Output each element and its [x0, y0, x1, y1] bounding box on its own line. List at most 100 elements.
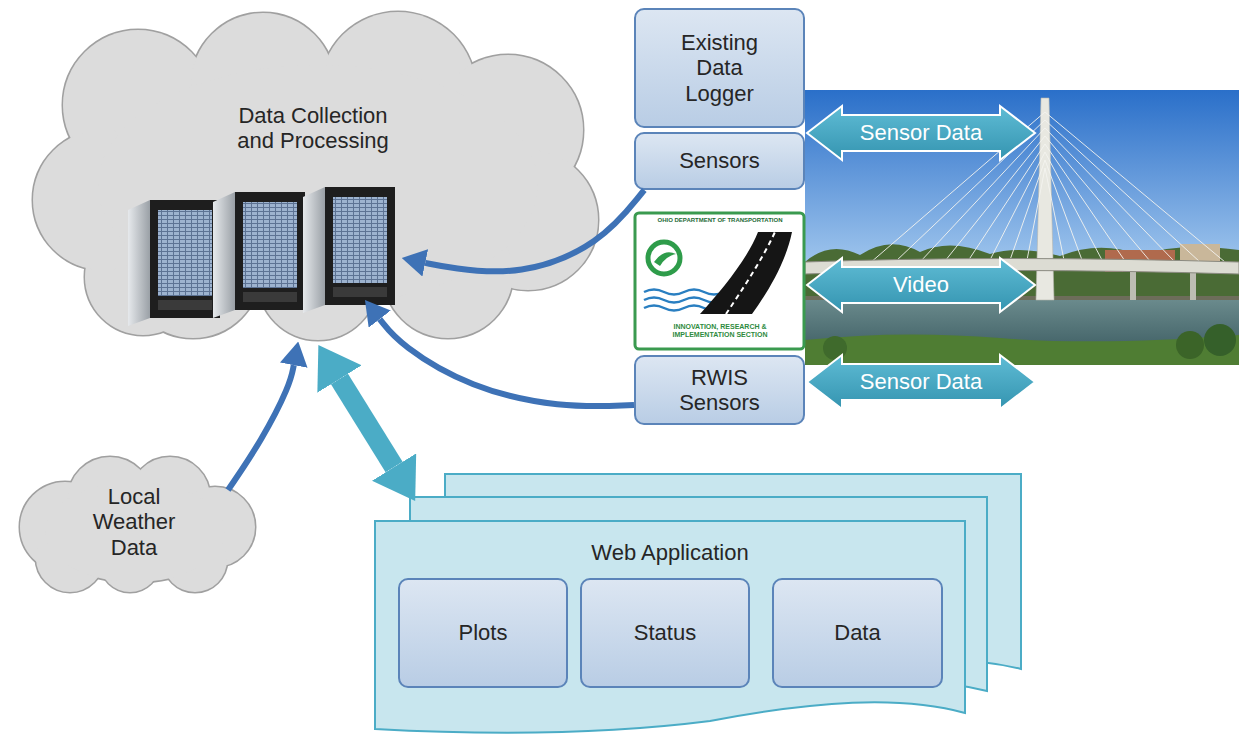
bridge-photo — [823, 336, 847, 360]
web-app-window: Web ApplicationPlots Status Data — [375, 473, 1023, 733]
arrow-label: Sensor Data — [843, 120, 999, 146]
logo-text: INNOVATION, RESEARCH & IMPLEMENTATION SE… — [645, 323, 795, 340]
logo-text: OHIO DEPARTMENT OF TRANSPORTATION — [638, 217, 802, 224]
data-flow-block-arrow — [807, 106, 1035, 409]
bridge-photo — [805, 90, 1239, 365]
process-box: Sensors — [634, 132, 805, 190]
node-label: Data — [783, 620, 933, 645]
bridge-photo — [1045, 168, 1064, 260]
server-tower — [128, 200, 150, 326]
server-tower — [150, 200, 220, 318]
process-box: Existing Data Logger — [634, 8, 805, 128]
bridge-photo — [990, 152, 1045, 260]
odot-logo — [635, 213, 804, 349]
server-tower — [243, 202, 297, 288]
bridge-photo — [1045, 128, 1175, 262]
cloud-outline — [28, 5, 603, 345]
bridge-photo — [1180, 244, 1220, 272]
server-tower — [303, 187, 395, 313]
server-tower — [303, 187, 325, 313]
cloud-shape: Local Weather Data — [10, 452, 258, 595]
odot-logo — [654, 252, 676, 266]
data-flow-arrow — [380, 319, 634, 406]
bridge-photo — [805, 334, 1239, 365]
cloud-outline — [98, 65, 538, 305]
odot-logo — [644, 306, 724, 311]
arrow-label: Sensor Data — [843, 120, 999, 146]
cloud-fill — [45, 482, 225, 582]
node-label: RWIS Sensors — [665, 365, 775, 416]
bridge-photo — [805, 244, 1239, 310]
bridge-photo — [1176, 331, 1204, 359]
bridge-photo — [860, 272, 866, 300]
server-tower — [333, 287, 387, 297]
cloud-fill — [98, 65, 538, 305]
server-tower — [158, 210, 212, 296]
bridge-photo — [1010, 160, 1045, 260]
cloud-shape: Data Collection and Processing — [28, 5, 603, 345]
odot-logo — [648, 242, 680, 274]
panel-box: Status — [580, 578, 750, 688]
odot-logo — [644, 290, 724, 295]
server-tower — [213, 192, 305, 318]
bridge-photo — [920, 128, 1045, 262]
bridge-photo — [1045, 136, 1150, 261]
bridge-photo — [1045, 152, 1102, 260]
arrow-label: Sensor Data — [843, 369, 999, 395]
bridge-photo — [1027, 168, 1045, 260]
server-tower — [325, 187, 395, 305]
bridge-photo — [1036, 98, 1054, 300]
bridge-photo — [805, 259, 1239, 275]
server-tower — [235, 192, 305, 310]
panel-box: Plots — [398, 578, 568, 688]
node-label: Plots — [408, 620, 558, 645]
server-tower — [158, 300, 212, 310]
server-tower — [128, 200, 220, 326]
node-label: Data Collection and Processing — [226, 103, 401, 154]
odot-logo — [644, 290, 724, 311]
node-label: Status — [590, 620, 740, 645]
bridge-photo — [1045, 120, 1200, 262]
node-label: Sensors — [645, 148, 795, 173]
data-flow-block-arrow — [807, 355, 1035, 409]
data-flow-block-arrow — [807, 106, 1035, 160]
node-label: Web Application — [470, 540, 870, 565]
bridge-photo — [805, 90, 1239, 270]
data-flow-arrow — [339, 379, 394, 467]
page-stack — [375, 521, 965, 733]
cloud-outline — [45, 482, 225, 582]
server-tower — [333, 197, 387, 283]
odot-logo — [700, 232, 792, 314]
bridge-photo — [1105, 250, 1175, 272]
logo-text: OHIO DEPARTMENT OF TRANSPORTATION — [638, 217, 802, 224]
bridge-photo — [1204, 324, 1236, 356]
data-flow-block-arrow — [807, 258, 1035, 312]
bridge-photo — [805, 296, 1239, 302]
odot-logo — [644, 298, 724, 303]
bridge-photo — [1045, 112, 1225, 262]
cloud-fill — [33, 12, 598, 340]
arrow-label: Video — [843, 272, 999, 298]
bridge-photo — [805, 300, 1239, 345]
odot-logo — [726, 232, 775, 314]
bridge-photo — [1045, 160, 1082, 260]
logo-text: INNOVATION, RESEARCH & IMPLEMENTATION SE… — [645, 323, 795, 340]
cloud-outline — [33, 12, 598, 340]
node-label: Existing Data Logger — [665, 30, 775, 106]
arrow-label: Sensor Data — [843, 369, 999, 395]
server-tower — [213, 192, 235, 318]
bridge-photo — [968, 144, 1045, 261]
bridge-photo — [1045, 144, 1125, 261]
node-label: Local Weather Data — [74, 484, 194, 560]
bridge-photo — [1190, 272, 1196, 300]
odot-logo — [635, 213, 804, 349]
bridge-photo — [1130, 270, 1136, 300]
arrow-label: Video — [843, 272, 999, 298]
panel-box: Data — [772, 578, 943, 688]
process-box: RWIS Sensors — [634, 355, 805, 425]
server-tower — [243, 292, 297, 302]
bridge-photo — [945, 136, 1045, 261]
